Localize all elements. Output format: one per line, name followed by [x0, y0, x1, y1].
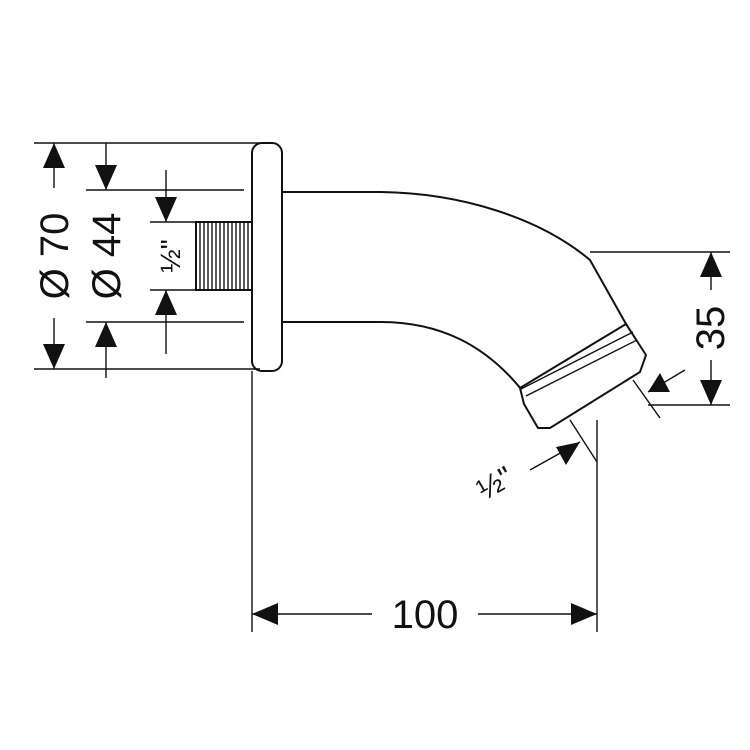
diameter-44-label: Ø 44: [85, 213, 129, 300]
diameter-70-label: Ø 70: [33, 213, 77, 300]
diameter-44-dimension: Ø 44: [85, 143, 129, 378]
diameter-70-dimension: Ø 70: [33, 143, 77, 369]
offset-35-label: 35: [689, 306, 733, 351]
threaded-connector: [195, 221, 253, 291]
projection-100-dimension: 100: [252, 593, 597, 637]
thread-half-inch-dimension: ½": [155, 170, 186, 354]
thread-half-inch-label: ½": [155, 239, 186, 272]
shower-arm-body: [282, 191, 627, 429]
projection-100-label: 100: [392, 593, 459, 637]
offset-35-dimension: 35: [689, 252, 733, 405]
wall-flange: [251, 142, 283, 372]
extension-lines: [34, 142, 730, 632]
outlet-nozzle: [518, 322, 648, 429]
outlet-half-inch-label: ½": [472, 461, 519, 507]
